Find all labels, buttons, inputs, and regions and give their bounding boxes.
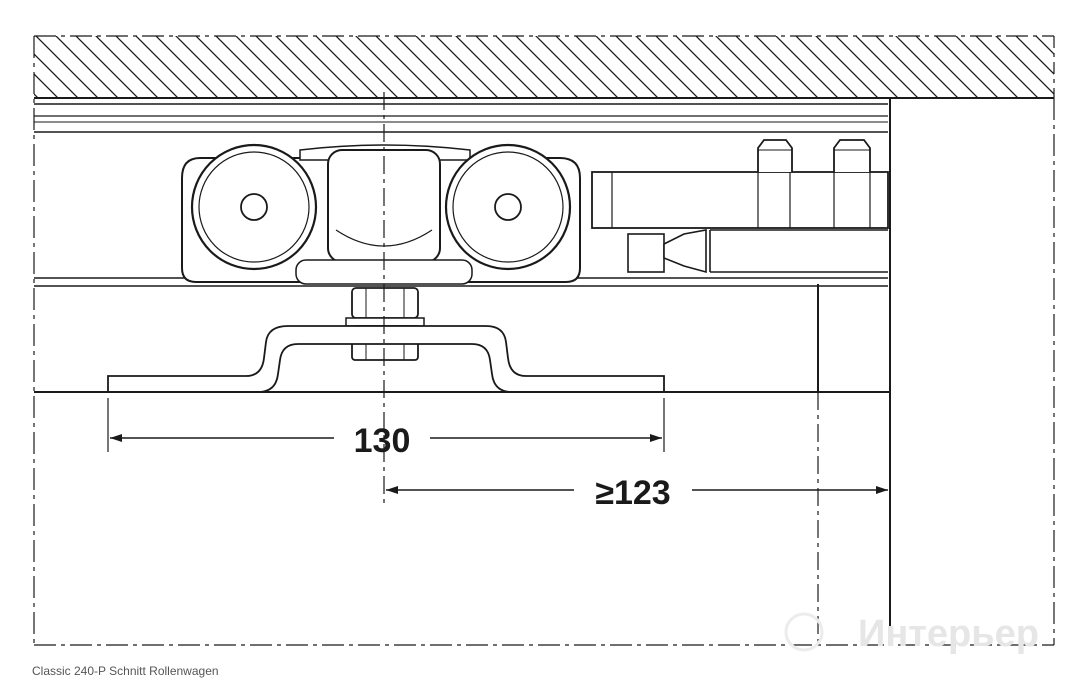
ceiling-section (34, 35, 1055, 99)
watermark-logo-icon (784, 612, 824, 652)
figure-caption: Classic 240-P Schnitt Rollenwagen (32, 664, 219, 678)
left-wheel (190, 143, 318, 271)
boundary-lines (33, 36, 1055, 646)
watermark-text: Интерьер (858, 613, 1039, 655)
center-lines (383, 92, 819, 645)
end-stop-block (591, 139, 889, 274)
technical-drawing: 130 ≥123 Интерьер (33, 35, 1055, 655)
extension-lines (107, 398, 665, 452)
dimension-130-label: 130 (354, 422, 411, 460)
right-wheel (444, 143, 572, 271)
dimension-130: 130 (110, 422, 662, 460)
dimension-123-label: ≥123 (595, 474, 670, 512)
suspension-bolt (345, 287, 425, 361)
dimension-123: ≥123 (386, 474, 888, 512)
door-panel (34, 284, 890, 393)
watermark: Интерьер (784, 612, 1039, 655)
